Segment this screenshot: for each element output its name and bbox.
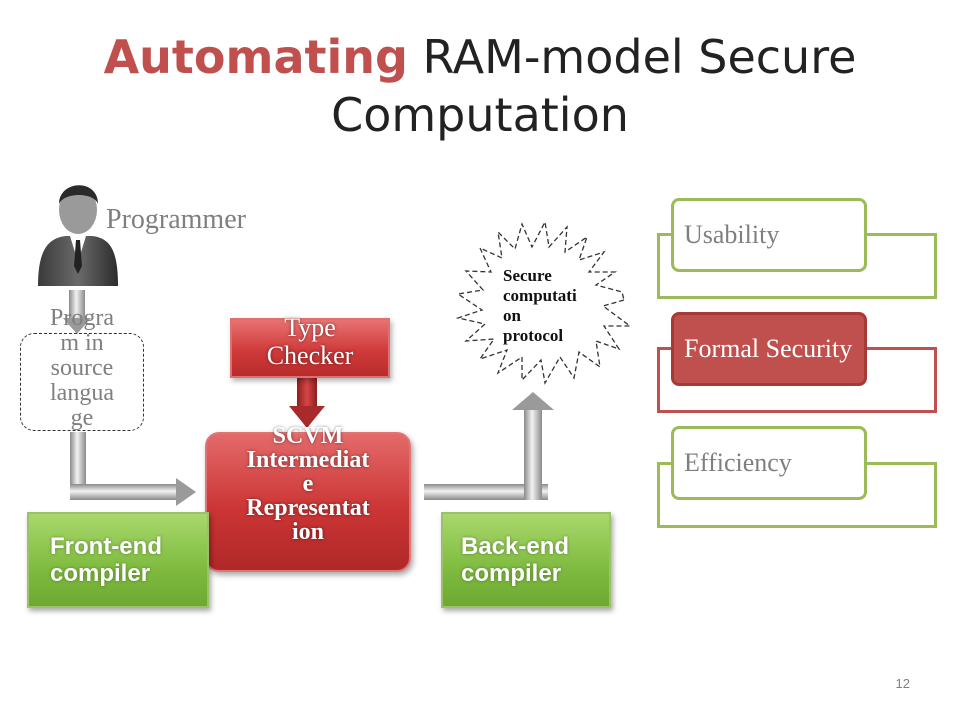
source-line: m in bbox=[60, 330, 104, 356]
formal-security-card: Formal Security bbox=[671, 312, 867, 386]
protocol-line: computati bbox=[503, 286, 577, 305]
title-rest: RAM-model Secure Computation bbox=[331, 30, 857, 142]
scvm-label: SCVM Intermediat e Representat ion bbox=[205, 424, 411, 544]
source-line: Progra bbox=[50, 305, 114, 331]
efficiency-label: Efficiency bbox=[684, 448, 792, 477]
scvm-line: e bbox=[302, 471, 314, 497]
programmer-label: Programmer bbox=[106, 204, 246, 235]
programmer-icon bbox=[38, 185, 118, 286]
scvm-line: Intermediat bbox=[246, 447, 370, 473]
scvm-line: Representat bbox=[246, 495, 370, 521]
efficiency-card: Efficiency bbox=[671, 426, 867, 500]
frontend-compiler-box: Front-end compiler bbox=[27, 512, 209, 608]
formal-security-label: Formal Security bbox=[684, 334, 853, 363]
source-line: ge bbox=[70, 405, 94, 431]
type-checker-line: Type bbox=[284, 313, 336, 342]
arrow-programmer-to-source bbox=[69, 290, 85, 320]
type-checker-line: Checker bbox=[266, 341, 354, 370]
type-checker-label: Type Checker bbox=[230, 314, 390, 370]
scvm-line: ion bbox=[291, 519, 324, 545]
protocol-line: protocol bbox=[503, 326, 564, 345]
slide-title: Automating RAM-model Secure Computation bbox=[60, 28, 900, 144]
scvm-box bbox=[205, 432, 411, 572]
protocol-label: Secure computati on protocol bbox=[503, 266, 595, 346]
source-program-box bbox=[20, 333, 144, 431]
usability-label: Usability bbox=[684, 220, 780, 249]
scvm-line: SCVM bbox=[272, 423, 344, 449]
source-line: langua bbox=[50, 380, 114, 406]
backend-line: Back-end bbox=[461, 533, 570, 560]
frontend-line: Front-end bbox=[50, 533, 162, 560]
source-line: source bbox=[50, 355, 114, 381]
usability-card: Usability bbox=[671, 198, 867, 272]
page-number: 12 bbox=[895, 676, 910, 691]
arrow-typechecker-to-scvm bbox=[289, 378, 325, 428]
backend-line: compiler bbox=[461, 560, 562, 587]
frontend-line: compiler bbox=[50, 560, 151, 587]
protocol-starburst bbox=[455, 219, 632, 385]
protocol-line: Secure bbox=[503, 266, 552, 285]
backend-compiler-box: Back-end compiler bbox=[441, 512, 611, 608]
arrow-source-to-scvm bbox=[70, 432, 196, 506]
title-accent: Automating bbox=[103, 30, 408, 84]
source-program-label: Progra m in source langua ge bbox=[22, 306, 142, 431]
type-checker-box bbox=[230, 318, 390, 378]
protocol-line: on bbox=[503, 306, 521, 325]
arrow-scvm-to-protocol bbox=[424, 392, 554, 500]
